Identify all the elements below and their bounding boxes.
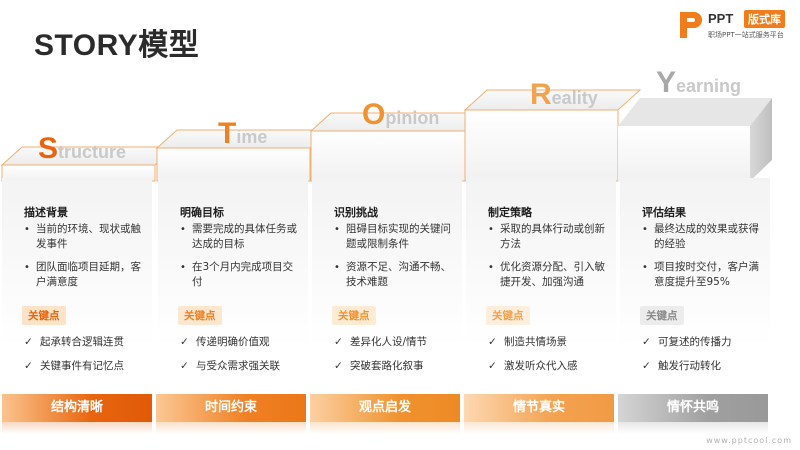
bullet-item: •阻碍目标实现的关键问题或限制条件 bbox=[334, 223, 451, 250]
logo-brand-text: PPT bbox=[708, 11, 734, 26]
step-word-rest: eality bbox=[551, 88, 598, 108]
story-column-yearning: 评估结果 •最终达成的效果或获得的经验 •项目按时交付，客户满意度提升至95% … bbox=[620, 178, 770, 390]
bullet-dot-icon: • bbox=[180, 262, 186, 273]
column-heading: 描述背景 bbox=[24, 206, 68, 219]
key-point-label: 关键点 bbox=[640, 306, 684, 325]
checkmark-icon: ✓ bbox=[24, 336, 33, 348]
bullet-dot-icon: • bbox=[334, 224, 340, 235]
check-item: ✓制造共情场景 bbox=[488, 336, 567, 348]
step-word-initial: S bbox=[38, 132, 59, 165]
key-point-label: 关键点 bbox=[486, 306, 530, 325]
footer-bar-opinion: 观点启发 bbox=[310, 394, 460, 422]
step-word-initial: O bbox=[362, 98, 386, 131]
checkmark-icon: ✓ bbox=[334, 336, 343, 348]
step-word-reality: Reality bbox=[530, 78, 598, 112]
footer-reflection bbox=[618, 422, 768, 434]
story-staircase bbox=[0, 89, 772, 182]
footer-bar-reality: 情节真实 bbox=[464, 394, 614, 422]
check-item: ✓起承转合逻辑连贯 bbox=[24, 336, 124, 348]
column-heading: 评估结果 bbox=[642, 206, 686, 219]
step-word-yearning: Yearning bbox=[656, 66, 741, 100]
bullet-dot-icon: • bbox=[488, 224, 494, 235]
checkmark-icon: ✓ bbox=[180, 336, 189, 348]
footer-reflection bbox=[2, 422, 152, 434]
step-word-rest: ime bbox=[236, 127, 268, 147]
footer-bar-yearning: 情怀共鸣 bbox=[618, 394, 768, 422]
bullet-item: •资源不足、沟通不畅、技术难题 bbox=[334, 261, 451, 288]
check-item: ✓触发行动转化 bbox=[642, 360, 721, 372]
column-background bbox=[620, 178, 770, 390]
step-word-rest: earning bbox=[676, 76, 742, 96]
checkmark-icon: ✓ bbox=[180, 360, 189, 372]
bullet-dot-icon: • bbox=[334, 262, 340, 273]
column-background bbox=[312, 178, 462, 390]
checkmark-icon: ✓ bbox=[24, 360, 33, 372]
checkmark-icon: ✓ bbox=[334, 360, 343, 372]
logo-subtitle: 职场PPT一站式服务平台 bbox=[708, 31, 784, 39]
footer-reflection bbox=[310, 422, 460, 434]
bullet-dot-icon: • bbox=[24, 224, 30, 235]
step-word-initial: Y bbox=[656, 66, 677, 99]
check-item: ✓突破套路化叙事 bbox=[334, 360, 424, 372]
footer-bar-time: 时间约束 bbox=[156, 394, 306, 422]
bullet-item: •需要完成的具体任务或达成的目标 bbox=[180, 223, 297, 250]
bullet-item: •采取的具体行动或创新方法 bbox=[488, 223, 605, 250]
checkmark-icon: ✓ bbox=[642, 360, 651, 372]
check-item: ✓与受众需求强关联 bbox=[180, 360, 280, 372]
footer-reflection bbox=[156, 422, 306, 434]
bullet-item: •当前的环境、现状或触发事件 bbox=[24, 223, 141, 250]
story-column-opinion: 识别挑战 •阻碍目标实现的关键问题或限制条件 •资源不足、沟通不畅、技术难题 关… bbox=[312, 178, 462, 390]
column-heading: 明确目标 bbox=[180, 206, 224, 219]
key-point-label: 关键点 bbox=[22, 306, 66, 325]
column-heading: 识别挑战 bbox=[334, 206, 378, 219]
step-word-structure: Structure bbox=[38, 132, 126, 166]
footer-reflection bbox=[464, 422, 614, 434]
website-watermark: www.pptcool.com bbox=[706, 436, 792, 445]
logo-badge: 版式库 bbox=[744, 10, 785, 28]
page-title: STORY模型 bbox=[34, 29, 200, 62]
bullet-dot-icon: • bbox=[488, 262, 494, 273]
checkmark-icon: ✓ bbox=[488, 360, 497, 372]
step-word-time: Time bbox=[218, 117, 267, 151]
ppt-logo-icon bbox=[680, 12, 702, 38]
footer-bar-structure: 结构清晰 bbox=[2, 394, 152, 422]
column-background bbox=[158, 178, 308, 390]
check-item: ✓激发听众代入感 bbox=[488, 360, 578, 372]
step-word-opinion: Opinion bbox=[362, 98, 439, 132]
bullet-dot-icon: • bbox=[24, 262, 30, 273]
bullet-item: •项目按时交付，客户满意度提升至95% bbox=[642, 261, 759, 288]
column-background bbox=[2, 178, 152, 390]
bullet-dot-icon: • bbox=[180, 224, 186, 235]
key-point-label: 关键点 bbox=[332, 306, 376, 325]
story-column-reality: 制定策略 •采取的具体行动或创新方法 •优化资源分配、引入敏捷开发、加强沟通 关… bbox=[466, 178, 616, 390]
column-background bbox=[466, 178, 616, 390]
story-column-structure: 描述背景 •当前的环境、现状或触发事件 •团队面临项目延期，客户满意度 关键点 … bbox=[2, 178, 152, 390]
bullet-item: •最终达成的效果或获得的经验 bbox=[642, 223, 759, 250]
key-point-label: 关键点 bbox=[178, 306, 222, 325]
step-word-rest: tructure bbox=[58, 142, 127, 162]
checkmark-icon: ✓ bbox=[488, 336, 497, 348]
story-column-time: 明确目标 •需要完成的具体任务或达成的目标 •在3个月内完成项目交付 关键点 ✓… bbox=[158, 178, 308, 390]
bullet-item: •优化资源分配、引入敏捷开发、加强沟通 bbox=[488, 261, 605, 288]
step-word-initial: R bbox=[530, 78, 552, 111]
check-item: ✓差异化人设/情节 bbox=[334, 336, 428, 348]
bullet-item: •在3个月内完成项目交付 bbox=[180, 261, 294, 288]
check-item: ✓传递明确价值观 bbox=[180, 336, 270, 348]
step-word-initial: T bbox=[218, 117, 237, 150]
check-item: ✓关键事件有记忆点 bbox=[24, 360, 124, 372]
checkmark-icon: ✓ bbox=[642, 336, 651, 348]
step-word-rest: pinion bbox=[385, 108, 440, 128]
column-heading: 制定策略 bbox=[488, 206, 532, 219]
bullet-dot-icon: • bbox=[642, 262, 648, 273]
bullet-dot-icon: • bbox=[642, 224, 648, 235]
bullet-item: •团队面临项目延期，客户满意度 bbox=[24, 261, 141, 288]
brand-logo: PPT 版式库 职场PPT一站式服务平台 bbox=[678, 8, 796, 44]
check-item: ✓可复述的传播力 bbox=[642, 336, 732, 348]
